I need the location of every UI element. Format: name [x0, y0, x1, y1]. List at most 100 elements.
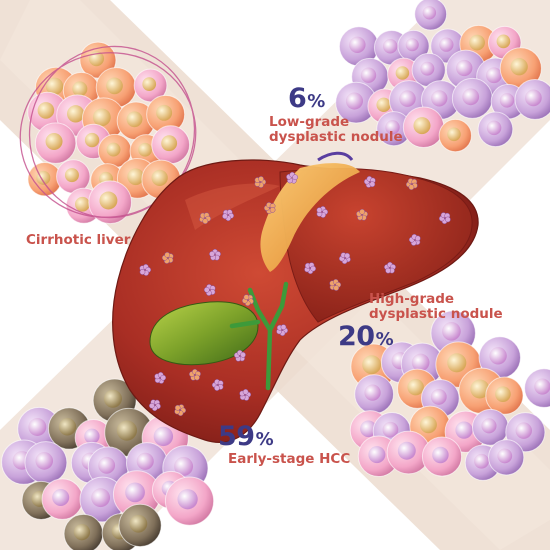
nodule-cell — [149, 402, 155, 409]
percent-symbol: % — [307, 91, 325, 112]
cell-nucleus — [399, 90, 416, 107]
liver-nodule — [438, 212, 451, 225]
liver-nodule — [405, 178, 418, 190]
liver-illustration — [112, 151, 479, 443]
nodule-cell — [292, 174, 298, 181]
cell-nucleus — [45, 133, 63, 151]
liver-nodule — [304, 262, 316, 275]
liver-nodule — [149, 399, 161, 412]
cell-nucleus — [405, 38, 419, 52]
cell-nucleus — [98, 456, 116, 474]
liver-nodule — [242, 294, 254, 307]
label-high-grade-nodule: High-grade dysplastic nodule — [369, 291, 503, 322]
liver-nodule — [356, 208, 368, 221]
percent-high-grade: 20% — [338, 321, 394, 352]
cell-nucleus — [422, 6, 437, 20]
liver-nodules — [139, 171, 451, 416]
cell-nucleus — [58, 418, 77, 436]
liver-nodule — [154, 372, 167, 384]
liver-nodule — [339, 252, 351, 265]
label-line: High-grade — [369, 291, 455, 307]
label-early-stage-hcc: Early-stage HCC — [228, 451, 351, 467]
cell-nucleus — [439, 37, 454, 52]
nodule-cell — [194, 374, 200, 381]
cell-nucleus — [360, 67, 377, 83]
label-line: Low-grade — [269, 114, 350, 130]
cell-nucleus — [383, 39, 398, 54]
cirrhotic-outline — [19, 45, 197, 219]
nodule-cell — [414, 235, 421, 242]
label-low-grade-nodule: Low-grade dysplastic nodule — [269, 114, 403, 145]
cell-nucleus — [35, 452, 54, 470]
cell-nucleus — [138, 142, 152, 157]
cell-nucleus — [345, 92, 364, 110]
liver-nodule — [234, 349, 246, 362]
cell-nucleus — [368, 446, 386, 464]
cell-nucleus — [499, 93, 515, 108]
cell-nucleus — [142, 77, 157, 92]
cell-nucleus — [45, 77, 64, 96]
cell-nucleus — [174, 456, 194, 476]
cell-nucleus — [413, 117, 431, 135]
cell-nucleus — [431, 90, 448, 107]
cell-nucleus — [92, 108, 111, 127]
nodule-cell — [310, 265, 316, 272]
cell-nucleus — [156, 104, 173, 121]
nodule-cell — [240, 351, 246, 358]
liver-nodule — [199, 212, 211, 225]
liver-nodule — [363, 176, 376, 188]
cell-cluster-low-grade — [335, 0, 550, 153]
cell-nucleus — [442, 322, 461, 341]
cell-nucleus — [525, 89, 542, 107]
cell-cluster-early-hcc — [1, 378, 215, 550]
liver-nodule — [239, 389, 252, 401]
liver-nodule — [161, 252, 174, 264]
liver-nodule — [174, 404, 187, 416]
cell-cluster-cirrhotic — [27, 41, 191, 225]
nodule-cell — [139, 269, 146, 275]
cell-nucleus — [360, 420, 377, 438]
cell-nucleus — [481, 418, 497, 434]
nodule-cell — [174, 404, 181, 411]
cell-cluster-high-grade — [349, 310, 550, 481]
nodule-cell — [203, 286, 210, 293]
cell-nucleus — [510, 58, 528, 76]
cell-nucleus — [455, 421, 473, 439]
cell-nucleus — [127, 168, 145, 186]
cell-nucleus — [397, 441, 416, 460]
liver-nodule — [211, 379, 224, 391]
cell-nucleus — [470, 379, 490, 399]
cell-nucleus — [106, 77, 123, 95]
nodule-cell — [444, 216, 451, 223]
nodule-cell — [209, 251, 215, 257]
cell-nucleus — [495, 386, 511, 402]
cell-nucleus — [395, 66, 410, 80]
cell-nucleus — [496, 34, 511, 49]
cell-nucleus — [447, 127, 461, 142]
cell-nucleus — [411, 353, 430, 372]
cell-nucleus — [382, 421, 399, 438]
liver-nodule — [139, 264, 152, 276]
nodule-cell — [385, 267, 391, 274]
liver-nodule — [316, 206, 329, 218]
cell-nucleus — [420, 61, 435, 76]
nodule-cell — [408, 184, 415, 190]
cell-nucleus — [161, 135, 178, 152]
nodule-cell — [160, 374, 167, 381]
nodule-cell — [344, 252, 351, 259]
cell-nucleus — [432, 446, 449, 464]
cell-nucleus — [349, 36, 366, 53]
nodule-cell — [333, 285, 340, 291]
cell-nucleus — [73, 524, 91, 541]
cell-nucleus — [126, 111, 143, 128]
nodule-cell — [280, 324, 287, 331]
nodule-cell — [214, 385, 220, 391]
cell-nucleus — [376, 97, 391, 112]
cell-nucleus — [364, 384, 381, 401]
cell-nucleus — [151, 169, 168, 187]
cell-nucleus — [515, 422, 533, 439]
cell-nucleus — [153, 426, 174, 447]
cell-nucleus — [28, 418, 47, 436]
cell-nucleus — [136, 452, 154, 470]
cell-nucleus — [177, 489, 198, 510]
